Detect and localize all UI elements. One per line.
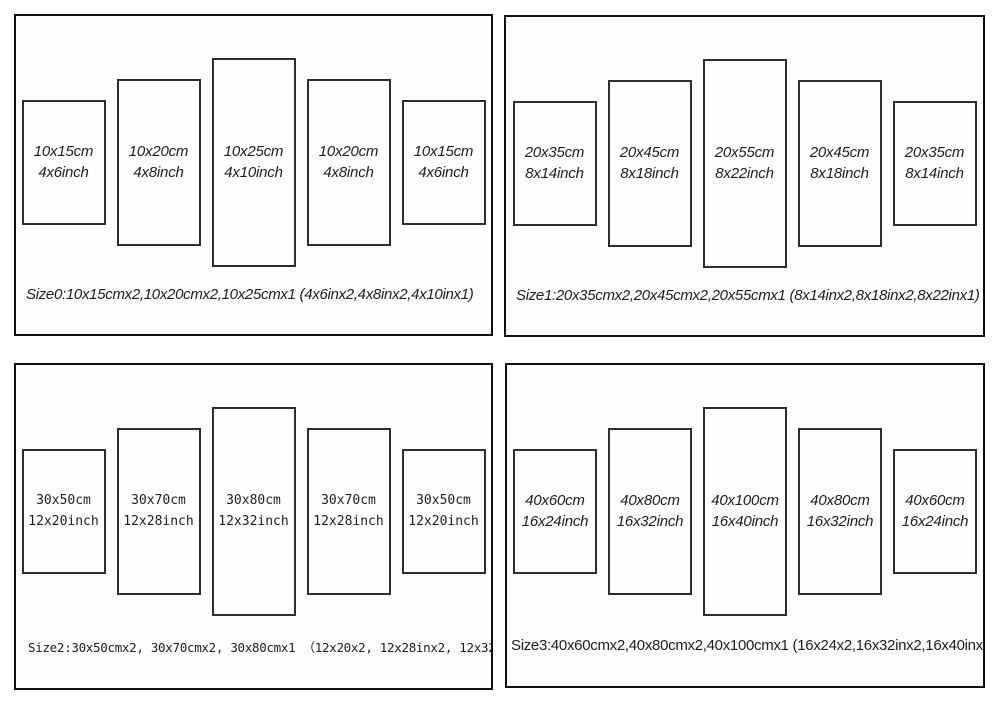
piece-size-cm: 10x20cm xyxy=(128,143,189,160)
canvas-piece: 10x25cm 4x10inch xyxy=(211,57,296,267)
piece-size-inch: 8x14inch xyxy=(905,165,964,182)
piece-size-cm: 20x55cm xyxy=(714,144,775,161)
canvas-piece: 40x100cm 16x40inch xyxy=(703,406,787,616)
piece-size-cm: 40x80cm xyxy=(620,492,680,509)
piece-size-inch: 4x10inch xyxy=(224,164,283,181)
piece-size-cm: 20x35cm xyxy=(524,144,585,161)
canvas-piece: 10x20cm 4x8inch xyxy=(116,78,201,246)
size-chart-panel-size0: 10x15cm 4x6inch 10x20cm 4x8inch 10x25cm … xyxy=(14,14,493,336)
canvas-piece: 20x55cm 8x22inch xyxy=(702,58,787,268)
piece-size-cm: 20x35cm xyxy=(904,144,965,161)
piece-size-inch: 16x32inch xyxy=(616,513,684,530)
canvas-piece: 10x15cm 4x6inch xyxy=(401,99,486,225)
size-chart-panel-size1: 20x35cm 8x14inch 20x45cm 8x18inch 20x55c… xyxy=(504,15,985,337)
size-chart-panel-size2: 30x50cm 12x20inch 30x70cm 12x28inch 30x8… xyxy=(14,363,493,690)
canvas-pieces-row: 30x50cm 12x20inch 30x70cm 12x28inch 30x8… xyxy=(16,406,491,616)
piece-size-inch: 8x18inch xyxy=(620,165,679,182)
canvas-piece: 40x60cm 16x24inch xyxy=(893,448,977,574)
piece-size-cm: 40x60cm xyxy=(905,492,965,509)
canvas-piece: 20x45cm 8x18inch xyxy=(607,79,692,247)
piece-size-cm: 20x45cm xyxy=(619,144,680,161)
piece-size-inch: 4x8inch xyxy=(323,164,374,181)
canvas-piece: 20x35cm 8x14inch xyxy=(892,100,977,226)
piece-size-cm: 40x60cm xyxy=(525,492,585,509)
piece-size-inch: 16x40inch xyxy=(711,513,779,530)
piece-size-inch: 12x20inch xyxy=(408,514,479,529)
panel-caption: Size1:20x35cmx2,20x45cmx2,20x55cmx1 (8x1… xyxy=(516,287,980,304)
size-chart-panel-size3: 40x60cm 16x24inch 40x80cm 16x32inch 40x1… xyxy=(505,363,985,688)
piece-size-cm: 30x50cm xyxy=(416,493,471,508)
piece-size-cm: 30x50cm xyxy=(36,493,91,508)
panel-caption: Size2:30x50cmx2, 30x70cmx2, 30x80cmx1 （1… xyxy=(28,640,491,655)
piece-size-inch: 16x24inch xyxy=(901,513,969,530)
canvas-piece: 40x60cm 16x24inch xyxy=(513,448,597,574)
piece-size-inch: 4x8inch xyxy=(133,164,184,181)
piece-size-cm: 10x20cm xyxy=(318,143,379,160)
piece-size-inch: 12x32inch xyxy=(218,514,289,529)
canvas-piece: 30x70cm 12x28inch xyxy=(306,427,391,595)
piece-size-cm: 30x80cm xyxy=(226,493,281,508)
piece-size-cm: 30x70cm xyxy=(131,493,186,508)
piece-size-inch: 16x24inch xyxy=(521,513,589,530)
piece-size-inch: 8x18inch xyxy=(810,165,869,182)
canvas-piece: 30x70cm 12x28inch xyxy=(116,427,201,595)
panel-caption: Size0:10x15cmx2,10x20cmx2,10x25cmx1 (4x6… xyxy=(26,286,474,303)
canvas-pieces-row: 20x35cm 8x14inch 20x45cm 8x18inch 20x55c… xyxy=(506,58,983,268)
piece-size-inch: 16x32inch xyxy=(806,513,874,530)
panel-caption: Size3:40x60cmx2,40x80cmx2,40x100cmx1 (16… xyxy=(511,637,983,654)
canvas-pieces-row: 10x15cm 4x6inch 10x20cm 4x8inch 10x25cm … xyxy=(16,57,491,267)
canvas-piece: 40x80cm 16x32inch xyxy=(798,427,882,595)
piece-size-inch: 4x6inch xyxy=(38,164,89,181)
piece-size-cm: 10x15cm xyxy=(413,143,474,160)
piece-size-cm: 40x100cm xyxy=(711,492,779,509)
canvas-piece: 20x45cm 8x18inch xyxy=(797,79,882,247)
canvas-piece: 40x80cm 16x32inch xyxy=(608,427,692,595)
piece-size-inch: 12x28inch xyxy=(313,514,384,529)
canvas-piece: 20x35cm 8x14inch xyxy=(512,100,597,226)
piece-size-inch: 8x14inch xyxy=(525,165,584,182)
piece-size-cm: 30x70cm xyxy=(321,493,376,508)
canvas-pieces-row: 40x60cm 16x24inch 40x80cm 16x32inch 40x1… xyxy=(507,406,983,616)
piece-size-inch: 12x28inch xyxy=(123,514,194,529)
piece-size-cm: 40x80cm xyxy=(810,492,870,509)
piece-size-inch: 8x22inch xyxy=(715,165,774,182)
piece-size-cm: 10x15cm xyxy=(33,143,94,160)
canvas-piece: 30x50cm 12x20inch xyxy=(21,448,106,574)
piece-size-inch: 4x6inch xyxy=(418,164,469,181)
piece-size-cm: 20x45cm xyxy=(809,144,870,161)
piece-size-cm: 10x25cm xyxy=(223,143,284,160)
piece-size-inch: 12x20inch xyxy=(28,514,99,529)
canvas-piece: 30x80cm 12x32inch xyxy=(211,406,296,616)
canvas-piece: 10x15cm 4x6inch xyxy=(21,99,106,225)
canvas-piece: 10x20cm 4x8inch xyxy=(306,78,391,246)
canvas-piece: 30x50cm 12x20inch xyxy=(401,448,486,574)
